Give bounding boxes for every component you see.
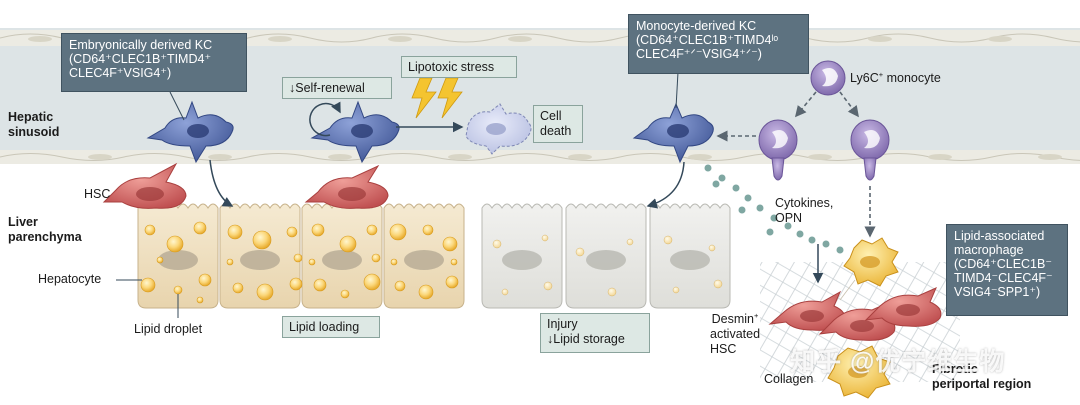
- lam-markers-1: (CD64⁺CLEC1B⁻: [954, 257, 1052, 271]
- bottom-endothelium: [0, 150, 1080, 164]
- lam-markers-3: VSIG4⁻SPP1⁺): [954, 285, 1041, 299]
- lipid-loading-box: Lipid loading: [282, 316, 380, 338]
- hepatocyte-label: Hepatocyte: [38, 272, 102, 286]
- lipotoxic-stress-box: Lipotoxic stress: [401, 56, 517, 78]
- hsc-cell-left: [102, 162, 187, 209]
- activated-hsc-cells: [768, 287, 942, 341]
- lam-lower-cells: [827, 345, 891, 399]
- hsc-label: HSC: [84, 187, 111, 201]
- lipid-droplets-sparse: [492, 234, 723, 297]
- watermark-text: 知乎 @优宁维生物: [790, 348, 1006, 376]
- top-endothelium: [0, 30, 1080, 46]
- callout-line-monocyte-kc: [675, 71, 679, 109]
- embryonic-kupffer-cell: [146, 100, 234, 164]
- arrow-mokc-to-hepatocyte: [646, 161, 685, 209]
- desmin-hsc-label: Desmin+ activated HSC: [710, 310, 761, 356]
- monocyte-kc-markers-1: (CD64⁺CLEC1B⁺TIMD4ˡᵒ: [636, 33, 779, 47]
- hepatocyte-row-lipid-loaded: [137, 203, 465, 309]
- lam-markers-2: TIMD4⁻CLEC4F⁻: [954, 271, 1053, 285]
- embryonic-kc-markers-1: (CD64⁺CLEC1B⁺TIMD4⁺: [69, 52, 212, 66]
- dying-kupffer-cell: [465, 103, 532, 155]
- cytokines-label: Cytokines, OPN: [775, 196, 834, 225]
- extravasating-monocyte-right: [850, 119, 890, 181]
- lipid-droplets-loaded: [140, 221, 459, 304]
- hepatic-sinusoid-label: Hepatic sinusoid: [8, 110, 60, 139]
- embryonic-kc-title: Embryonically derived KC: [69, 38, 213, 52]
- lam-title-2: macrophage: [954, 243, 1024, 257]
- hsc-cell-middle: [304, 164, 389, 209]
- self-renewal-box: ↓Self-renewal: [282, 77, 392, 99]
- hepatocyte-pointer-line: [116, 279, 142, 281]
- monocyte-kc-box: Monocyte-derived KC (CD64⁺CLEC1B⁺TIMD4ˡᵒ…: [628, 14, 809, 74]
- lightning-bolt-icons: [411, 77, 463, 119]
- liver-parenchyma-label: Liver parenchyma: [8, 215, 82, 244]
- lipid-droplet-label: Lipid droplet: [134, 322, 203, 336]
- injury-label: Injury: [547, 317, 578, 331]
- cytokine-dots: [704, 164, 844, 254]
- monocyte-kc-title: Monocyte-derived KC: [636, 19, 757, 33]
- extravasating-monocyte-left: [758, 119, 798, 181]
- lam-box: Lipid-associated macrophage (CD64⁺CLEC1B…: [946, 224, 1068, 316]
- monocyte-kc-markers-2: CLEC4F⁺ᐟ⁻VSIG4⁺ᐟ⁻): [636, 47, 762, 61]
- lipid-loading-label: Lipid loading: [289, 320, 360, 334]
- monocyte-derived-kupffer-cell: [632, 102, 714, 164]
- embryonic-kc-box: Embryonically derived KC (CD64⁺CLEC1B⁺TI…: [61, 33, 247, 92]
- injury-box: Injury ↓Lipid storage: [540, 313, 650, 353]
- cell-death-box: Cell death: [533, 105, 583, 143]
- collagen-label: Collagen: [764, 372, 814, 386]
- lipid-droplet-pointer-line: [177, 294, 179, 318]
- self-renewal-loop-arrow: [309, 101, 341, 137]
- dashed-recruitment-arrows: [716, 91, 876, 238]
- callout-line-embryonic-kc: [169, 91, 185, 121]
- self-renewal-label: ↓Self-renewal: [289, 81, 365, 95]
- cell-death-line-2: death: [540, 124, 572, 138]
- ly6c-monocyte: [810, 60, 846, 96]
- lipid-storage-label: ↓Lipid storage: [547, 332, 625, 346]
- embryonic-kc-markers-2: CLEC4F⁺VSIG4⁺): [69, 66, 172, 80]
- lipotoxic-stress-label: Lipotoxic stress: [408, 60, 495, 74]
- ly6c-monocyte-label: Ly6C+ monocyte: [850, 69, 941, 85]
- lipid-associated-macrophage: [843, 237, 899, 287]
- lam-title-1: Lipid-associated: [954, 229, 1045, 243]
- fibrotic-region-label: Fibrotic periportal region: [932, 362, 1032, 391]
- cell-death-line-1: Cell: [540, 109, 562, 123]
- hepatocyte-row-injured: [481, 203, 731, 309]
- arrow-kc-to-hepatocyte: [209, 159, 234, 207]
